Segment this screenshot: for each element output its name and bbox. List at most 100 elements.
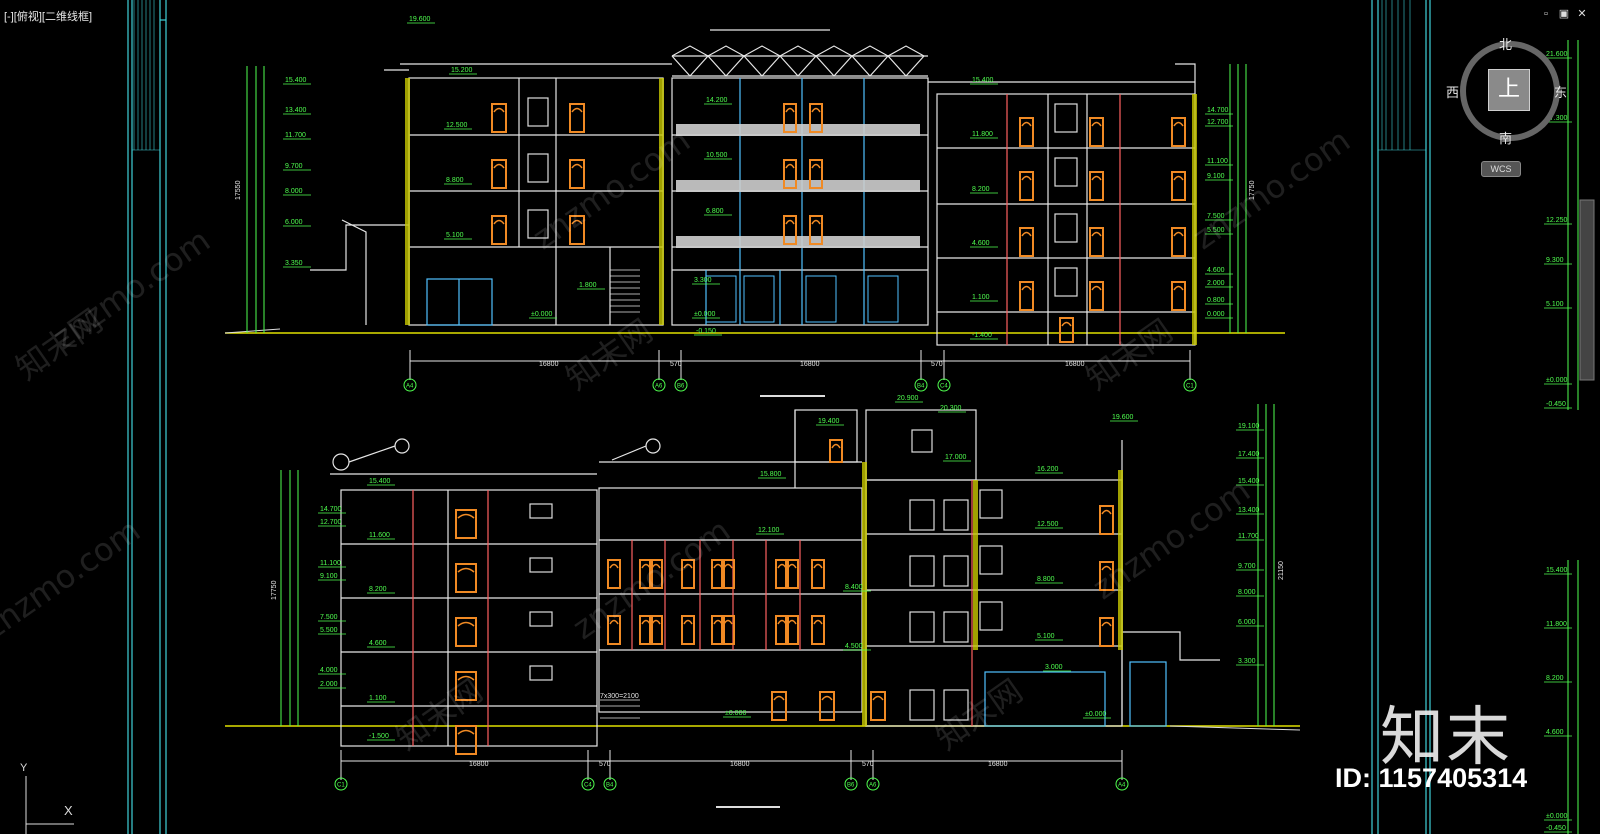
door-arch xyxy=(811,163,821,169)
grid-axis-bubble xyxy=(403,378,417,392)
window-elevation xyxy=(529,557,553,573)
section-drawing-bottom[interactable] xyxy=(225,404,1301,808)
level-label: 19.600 xyxy=(1112,414,1134,421)
door-elevation xyxy=(775,559,789,589)
door-arch xyxy=(1091,231,1102,237)
grid-axis-label: C4 xyxy=(584,783,592,789)
dimension-value: 570 xyxy=(931,361,943,368)
window-elevation xyxy=(527,97,549,127)
door-elevation xyxy=(1019,227,1034,257)
bottom-doors xyxy=(455,429,1114,755)
level-label: 19.600 xyxy=(409,16,431,23)
level-label: 11.100 xyxy=(320,560,341,567)
door-arch xyxy=(457,729,475,735)
level-label: 12.100 xyxy=(758,527,780,534)
door-elevation xyxy=(829,439,843,463)
right-partial-panel xyxy=(1567,40,1595,834)
level-label: 14.200 xyxy=(706,97,728,104)
door-arch xyxy=(1091,175,1102,181)
window-elevation xyxy=(1054,103,1078,133)
door-arch xyxy=(785,163,795,169)
compass-south-label[interactable]: 南 xyxy=(1499,132,1513,147)
door-arch xyxy=(457,513,475,519)
door-elevation xyxy=(1171,281,1186,311)
door-arch xyxy=(831,443,841,449)
door-arch xyxy=(609,563,619,569)
bottom-stair xyxy=(600,699,640,719)
watermark-id: ID: 1157405314 xyxy=(1335,763,1528,793)
level-label: 11.100 xyxy=(1207,158,1228,165)
compass-west-label[interactable]: 西 xyxy=(1446,86,1460,101)
close-viewport-icon[interactable]: ✕ xyxy=(1577,8,1587,20)
door-arch xyxy=(641,563,651,569)
minimize-viewport-icon[interactable]: ▫ xyxy=(1544,8,1548,20)
level-label: 7.500 xyxy=(1207,213,1225,220)
column-hatch xyxy=(1118,470,1123,650)
level-label: 20.900 xyxy=(897,395,919,402)
level-label: 9.100 xyxy=(320,573,338,580)
level-label: 15.400 xyxy=(1546,567,1568,574)
view-cube-compass-ring[interactable] xyxy=(1460,41,1560,141)
dimension-value: 16800 xyxy=(730,761,750,768)
level-label: 13.400 xyxy=(1238,507,1260,514)
door-elevation xyxy=(491,103,507,133)
level-label: 15.400 xyxy=(369,478,391,485)
door-arch xyxy=(1091,285,1102,291)
column-hatch xyxy=(1192,94,1197,345)
window-elevation xyxy=(909,555,935,587)
door-elevation xyxy=(775,615,789,645)
door-arch xyxy=(773,695,785,701)
view-cube-top-face[interactable]: 上 xyxy=(1488,69,1530,111)
door-elevation xyxy=(1171,171,1186,201)
level-label: -0.150 xyxy=(696,328,716,335)
bottom-left-block xyxy=(330,438,598,747)
door-arch xyxy=(1091,121,1102,127)
door-elevation xyxy=(1099,561,1114,591)
restore-viewport-icon[interactable]: ▣ xyxy=(1558,8,1570,20)
door-arch xyxy=(641,619,651,625)
grid-axis-label: B6 xyxy=(677,384,685,390)
level-label: 0.000 xyxy=(1207,311,1225,318)
column-hatch xyxy=(659,78,664,325)
level-label: ±0.000 xyxy=(694,311,715,318)
level-label: 5.500 xyxy=(320,627,338,634)
door-elevation xyxy=(711,615,725,645)
level-label: 19.100 xyxy=(1238,423,1260,430)
door-elevation xyxy=(569,103,585,133)
door-arch xyxy=(1101,565,1112,571)
grid-axis-bubble xyxy=(674,378,688,392)
level-label: 4.600 xyxy=(1207,267,1225,274)
level-label: 5.100 xyxy=(1546,301,1564,308)
compass-east-label[interactable]: 东 xyxy=(1554,86,1568,101)
door-arch xyxy=(493,107,505,113)
dimension-value: 16800 xyxy=(1065,361,1085,368)
window-elevation xyxy=(1054,157,1078,187)
wcs-menu-button[interactable]: WCS xyxy=(1481,161,1521,177)
window-elevation xyxy=(943,689,969,721)
window-elevation xyxy=(943,499,969,531)
window-elevation xyxy=(1054,267,1078,297)
door-arch xyxy=(1101,621,1112,627)
dimension-value: 16800 xyxy=(988,761,1008,768)
grid-axis-label: A6 xyxy=(655,384,663,390)
grid-axis-bubble xyxy=(581,777,595,791)
door-arch xyxy=(571,163,583,169)
door-arch xyxy=(813,619,823,625)
section-drawing-top[interactable] xyxy=(224,29,1285,397)
door-arch xyxy=(457,675,475,681)
window-elevation xyxy=(979,489,1003,519)
door-elevation xyxy=(1019,281,1034,311)
level-label: 11.600 xyxy=(369,532,390,539)
door-arch xyxy=(1101,509,1112,515)
door-arch xyxy=(1021,121,1032,127)
level-label: 12.500 xyxy=(446,122,468,129)
viewport-controls-label[interactable]: [-][俯视][二维线框] xyxy=(4,11,92,23)
level-label: -0.450 xyxy=(1546,825,1566,832)
level-label: 5.100 xyxy=(446,232,464,239)
level-label: 17.300 xyxy=(1546,115,1568,122)
view-cube[interactable]: 上 北 南 西 东 xyxy=(1446,36,1567,147)
compass-north-label[interactable]: 北 xyxy=(1499,38,1513,53)
level-label: 1.800 xyxy=(579,282,597,289)
level-label: 13.400 xyxy=(285,107,307,114)
